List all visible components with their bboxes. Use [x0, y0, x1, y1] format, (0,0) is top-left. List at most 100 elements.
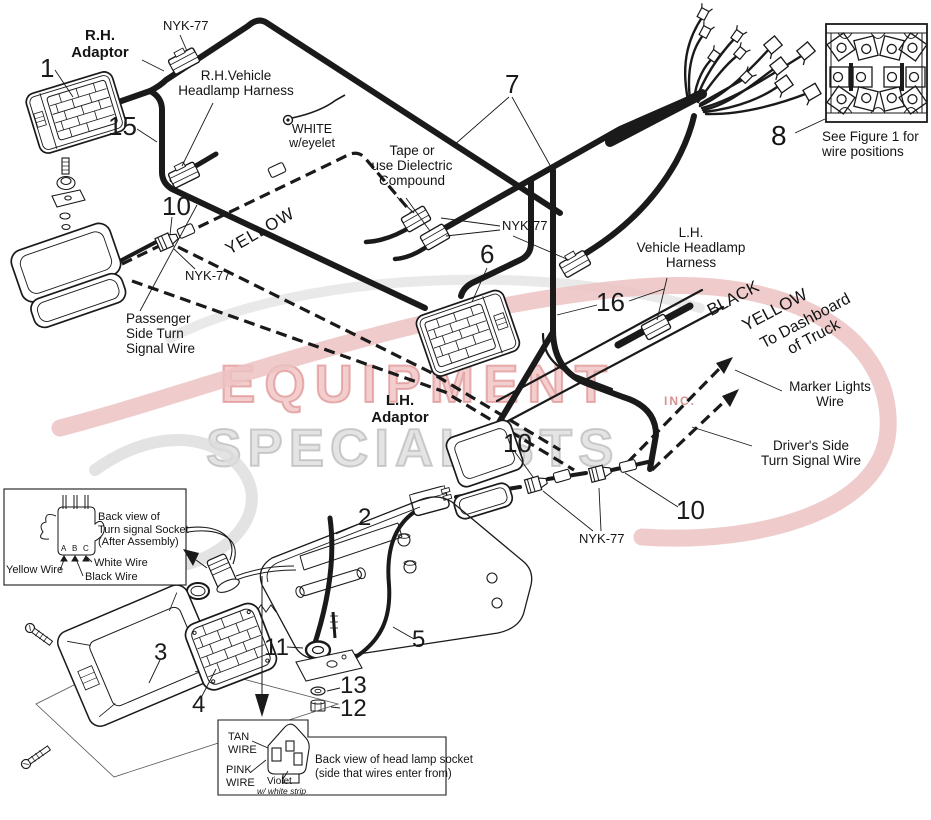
label-nyk77-left: NYK-77	[185, 268, 231, 283]
inset1-white-wire: White Wire	[94, 557, 148, 569]
label-line: L.H.	[678, 225, 704, 240]
label-line: Marker Lights	[789, 379, 871, 394]
inset2-pink-wire: PINK WIRE	[226, 764, 255, 789]
label-passenger-side: Passenger Side Turn Signal Wire	[126, 311, 195, 356]
headlamp-socket-pointer	[255, 576, 269, 717]
harness-wires	[87, 17, 725, 667]
leader-lines	[54, 34, 826, 780]
label-line: Back view of	[98, 511, 160, 523]
breakout-terminals	[696, 3, 822, 106]
sealed-beam	[184, 602, 278, 691]
label-line: TAN	[228, 731, 250, 743]
label-lh-vehicle-harness: L.H. Vehicle Headlamp Harness	[630, 225, 752, 270]
label-line: (After Assembly)	[98, 536, 179, 549]
figure1-connector	[825, 23, 928, 123]
callout-15: 15	[108, 111, 137, 141]
label-white-eyelet: WHITE w/eyelet	[278, 122, 346, 150]
ghost-plane	[35, 651, 340, 778]
label-line: Turn signal Socket	[98, 523, 189, 536]
callout-12: 12	[340, 695, 367, 722]
label-line: (side that wires enter from)	[315, 768, 452, 781]
label-line: Turn Signal Wire	[760, 453, 862, 469]
watermark-inc: INC.	[664, 394, 696, 408]
inset2-tan-wire: TAN WIRE	[228, 731, 257, 756]
label-line: use Dielectric	[371, 158, 453, 174]
center-turn-lamp	[445, 419, 524, 520]
callout-16: 16	[596, 287, 625, 317]
inset2-title: Back view of head lamp socket (side that…	[315, 753, 473, 782]
label-line: See Figure 1 for	[822, 129, 919, 144]
label-line: wire positions	[822, 144, 904, 160]
label-line: Vehicle Headlamp	[636, 240, 746, 256]
label-line: Tape or	[389, 143, 435, 158]
white-eyelet-wire	[282, 94, 346, 126]
inset1-yellow-wire: Yellow Wire	[6, 564, 64, 576]
label-tape-dielectric: Tape or use Dielectric Compound	[362, 143, 462, 188]
breakout-harness	[605, 14, 810, 147]
inset1-pin-c: C	[83, 544, 89, 553]
label-line: Adaptor	[371, 408, 429, 426]
callout-7: 7	[505, 69, 520, 99]
nyk77-connectors	[154, 47, 672, 517]
mounting-screws	[20, 622, 54, 770]
label-line: L.H.	[385, 392, 415, 409]
headlamp-lh	[415, 289, 521, 377]
label-line: Back view of head lamp socket	[315, 754, 473, 766]
label-nyk77-top: NYK-77	[163, 18, 209, 33]
callout-10-center: 10	[503, 428, 532, 458]
label-line: Harness	[665, 255, 717, 271]
wire-arrows	[716, 357, 739, 407]
callout-1: 1	[40, 53, 55, 83]
inset1-pin-a: A	[61, 544, 67, 553]
headlamp-rh	[25, 71, 127, 154]
inset2-violet-note: w/ white strip	[257, 786, 307, 796]
turn-signal-lamps	[10, 222, 127, 329]
label-line: Compound	[378, 173, 446, 189]
callout-11: 11	[264, 634, 289, 661]
bucket-hardware	[295, 640, 363, 712]
label-line: w/eyelet	[289, 136, 335, 150]
inset-arrow	[183, 549, 208, 569]
label-line: R.H.	[85, 27, 115, 44]
watermark-specialists: SPECIALISTS	[205, 418, 620, 479]
dashed-wires	[121, 151, 730, 472]
callout-4: 4	[192, 691, 206, 718]
inset1-title: Back view of Turn signal Socket (After A…	[98, 511, 189, 549]
callout-10-driver: 10	[676, 495, 705, 525]
label-line: Passenger	[126, 311, 191, 326]
inset1-black-wire: Black Wire	[85, 571, 138, 583]
label-line: Wire	[816, 394, 844, 410]
label-nyk77-middle: NYK-77	[502, 218, 548, 233]
inset-headlamp-socket	[217, 719, 447, 796]
label-line: PINK	[226, 764, 252, 776]
label-drivers-side: Driver's Side Turn Signal Wire	[744, 438, 878, 468]
label-line: R.H.Vehicle	[200, 68, 272, 83]
watermark-swoosh	[51, 274, 897, 570]
callout-13: 13	[340, 672, 367, 699]
label-line: WHITE	[291, 122, 333, 136]
label-nyk77-bottom: NYK-77	[579, 531, 625, 546]
callout-3: 3	[154, 639, 168, 666]
callout-5: 5	[412, 626, 426, 653]
label-line: Side Turn	[126, 326, 184, 342]
label-line: Headlamp Harness	[178, 83, 294, 99]
inset1-pin-b: B	[72, 544, 78, 553]
label-rh-adaptor: R.H. Adaptor	[57, 27, 143, 62]
inset2-violet: Violet	[267, 776, 292, 787]
callout-8: 8	[771, 120, 787, 151]
label-line: Signal Wire	[126, 341, 196, 357]
callout-10-passenger: 10	[162, 191, 191, 221]
headlamp-mount-parts	[51, 157, 86, 231]
label-line: Adaptor	[71, 43, 129, 61]
label-line: Driver's Side	[772, 438, 850, 453]
label-line: WIRE	[228, 743, 257, 756]
callout-2: 2	[358, 504, 372, 531]
label-lh-adaptor: L.H. Adaptor	[360, 392, 440, 427]
label-see-figure: See Figure 1 for wire positions	[822, 129, 919, 159]
inset-turn-signal-socket	[3, 488, 187, 586]
label-marker-lights: Marker Lights Wire	[780, 379, 880, 409]
label-line: WIRE	[226, 776, 255, 789]
callout-6: 6	[480, 239, 495, 269]
